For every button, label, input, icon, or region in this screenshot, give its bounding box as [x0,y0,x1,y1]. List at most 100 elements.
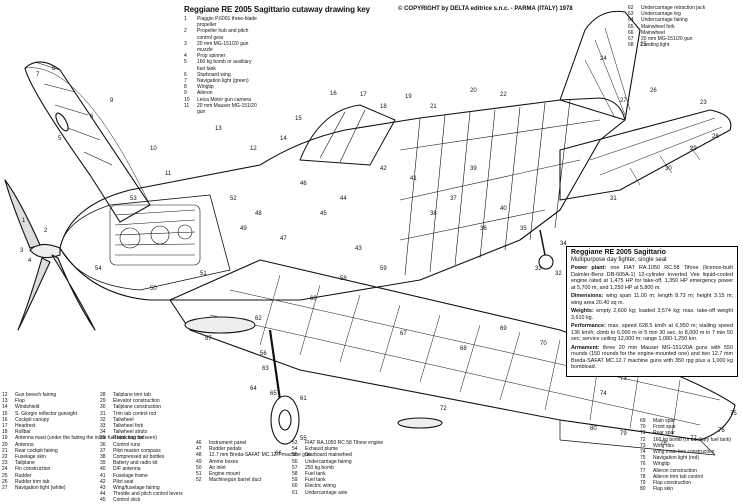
callout-number: 39 [470,166,477,172]
key-text: Undercarriage leg [641,11,681,18]
spec-label: Performance: [571,323,606,329]
key-number: 39 [100,460,106,467]
key-number: 44 [100,491,106,498]
key-number: 46 [196,440,202,446]
callout-number: 57 [205,336,212,342]
key-number: 26 [2,478,8,485]
specification-box: Reggiane RE 2005 Sagittario Multipurpose… [566,246,738,377]
key-number: 2 [184,28,187,35]
key-number: 25 [2,472,8,479]
spec-paragraphs: Power plant: one FIAT RA.1050 RC.58 Tifo… [571,265,733,371]
key-text: Front spar [653,424,676,431]
key-number: 48 [196,452,202,459]
key-text: Tailplane [15,460,35,467]
copyright-notice: © COPYRIGHT by DELTA editrice s.n.c. - P… [398,6,573,12]
callout-number: 26 [650,88,657,94]
callout-number: 11 [165,171,172,177]
key-text: FIAT RA.1050 RC.58 Tifone engine [305,440,384,446]
key-number: 9 [184,90,187,97]
callout-number: 79 [620,431,627,437]
key-text: Wingtip [197,84,214,91]
key-number: 37 [100,447,106,454]
callout-number: 54 [95,266,102,272]
callout-number: 12 [250,146,257,152]
key-text: Headrest [15,423,36,430]
key-text: Compressed air bottles [113,454,165,461]
key-text: Flap skin [653,486,674,493]
callout-number: 18 [380,104,387,110]
key-number: 18 [2,429,8,436]
callout-number: 59 [380,266,387,272]
key-number: 36 [100,441,106,448]
callout-number: 28 [712,134,719,140]
key-text: Tailwheel fork [113,423,144,430]
key-number: 31 [100,410,106,417]
key-number: 47 [196,446,202,453]
callout-number: 16 [330,91,337,97]
spec-paragraph: Performance: max. speed 628.5 km/h at 6,… [571,323,733,343]
callout-number: 63 [262,366,269,372]
callout-number: 43 [355,246,362,252]
key-number: 22 [2,454,8,461]
callout-number: 33 [535,266,542,272]
key-text: Piaggio P.6001 three-blade propeller [197,16,257,29]
ventral-bomb [184,316,256,334]
key-text: Electric wiring [305,483,336,490]
key-text: Antenna [15,441,34,448]
callout-number: 47 [280,236,287,242]
key-number: 27 [2,485,8,492]
fuselage [59,97,626,301]
key-text: Starboard wing [197,71,231,78]
key-text: Rear cockpit fairing [15,447,58,454]
key-number: 73 [640,442,646,449]
callout-number: 51 [200,271,207,277]
key-number: 15 [2,410,8,417]
key-number: 77 [640,467,646,474]
key-text: Navigation light (white) [15,485,66,492]
key-number: 40 [100,466,106,473]
callout-number: 19 [405,94,412,100]
callout-number: 23 [700,100,707,106]
key-number: 45 [100,497,106,504]
key-number: 19 [2,435,8,442]
spec-text: one FIAT RA.1050 RC.58 Tifone (licence-b… [571,265,733,291]
callout-number: 37 [450,196,457,202]
callout-number: 78 [660,441,667,447]
cockpit-canopy [299,104,396,166]
callout-number: 75 [730,411,737,417]
key-number: 61 [292,489,298,496]
key-number: 11 [184,102,190,109]
spec-subtitle: Multipurpose day fighter, single seat [571,256,667,263]
drawing-title: Reggiane RE 2005 Sagittario cutaway draw… [184,5,371,14]
callout-number: 46 [300,181,307,187]
key-text: Rudder [15,472,32,479]
callout-number: 24 [600,56,607,62]
key-text: Undercarriage retraction jack [641,5,706,11]
key-text: 160 kg bomb (or auxiliary fuel tank) [653,436,732,443]
starboard-bomb [55,112,69,132]
key-number: 17 [2,423,8,430]
key-number: 7 [184,78,187,85]
